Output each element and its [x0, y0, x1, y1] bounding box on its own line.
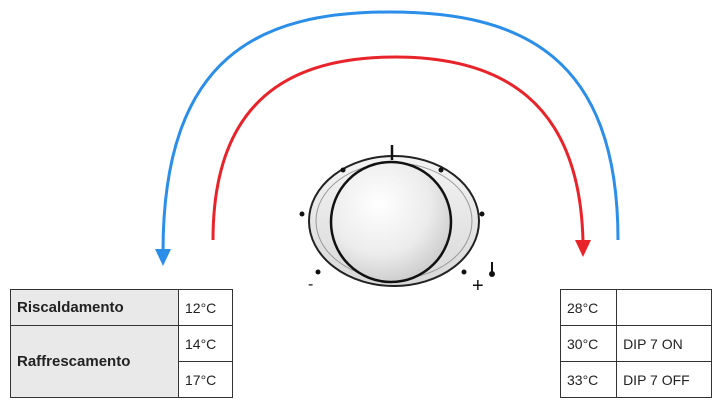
table-row: 28°C — [559, 289, 712, 326]
heating-range-arc — [211, 55, 585, 243]
thermometer-icon — [489, 262, 495, 277]
max-temp-value: 28°C — [559, 289, 618, 326]
max-temp-value: 33°C — [559, 361, 618, 398]
cooling-value-min: 14°C — [178, 325, 233, 362]
table-row: 33°C DIP 7 OFF — [559, 361, 712, 398]
dial-plus-label: + — [472, 275, 484, 297]
dial-knob[interactable] — [329, 160, 453, 284]
heating-label: Riscaldamento — [10, 289, 179, 326]
heating-arrowhead-icon — [575, 240, 591, 257]
dial-minus-label: - — [308, 276, 313, 293]
cooling-range-arc — [161, 10, 620, 253]
table-row: 30°C DIP 7 ON — [559, 325, 712, 362]
heating-cooling-table: Riscaldamento 12°C Raffrescamento 14°C 1… — [10, 289, 233, 398]
dip-setting: DIP 7 OFF — [616, 361, 712, 398]
cooling-label: Raffrescamento — [10, 325, 179, 398]
max-temp-value: 30°C — [559, 325, 618, 362]
cooling-arrowhead-icon — [155, 249, 171, 266]
dip-setting — [616, 289, 712, 326]
heating-value: 12°C — [178, 289, 233, 326]
table-row: 17°C — [11, 361, 233, 398]
dial-scale-dots — [299, 167, 485, 275]
dip-switch-table: 28°C 30°C DIP 7 ON 33°C DIP 7 OFF — [559, 289, 712, 398]
table-row: Riscaldamento 12°C — [10, 289, 233, 326]
dip-setting: DIP 7 ON — [616, 325, 712, 362]
cooling-value-max: 17°C — [178, 361, 233, 398]
thermostat-dial — [299, 145, 495, 287]
table-row: Raffrescamento 14°C — [10, 325, 233, 398]
